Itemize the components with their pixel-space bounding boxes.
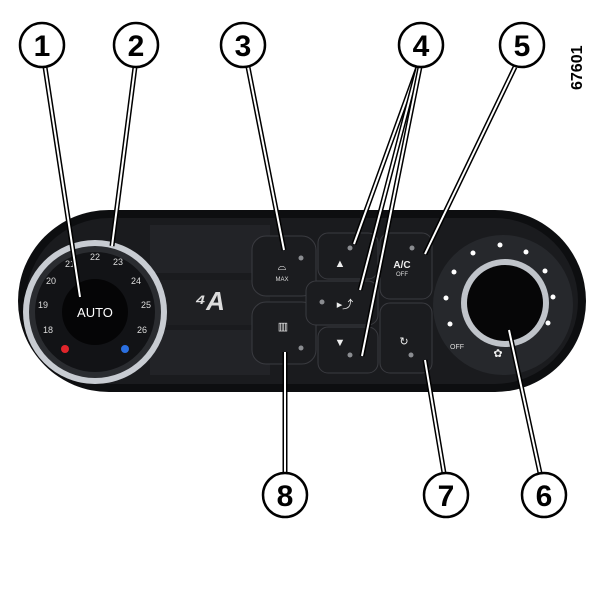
svg-text:1: 1 [34, 30, 51, 63]
figure-id: 67601 [569, 45, 586, 90]
ac-label: A/C [393, 260, 410, 271]
max-label: MAX [275, 277, 288, 283]
svg-text:6: 6 [536, 480, 553, 513]
scale-21: 21 [65, 259, 75, 269]
temperature-dial[interactable]: AUTO 18 19 20 21 22 23 24 25 26 [23, 240, 167, 384]
callout-5: 5 [498, 21, 546, 69]
scale-19: 19 [38, 300, 48, 310]
svg-text:5: 5 [514, 30, 531, 63]
callout-1: 1 [18, 21, 66, 69]
fan-speed-dots [443, 242, 556, 327]
recirculation-icon: ↻ [399, 336, 408, 348]
svg-text:2: 2 [128, 30, 145, 63]
leader-lines [42, 65, 543, 474]
fan-off-label: OFF [450, 344, 464, 351]
air-to-body-icon: ▸⤴ [337, 297, 354, 311]
arrow-up-icon: ▲ [335, 258, 346, 270]
fan-speed-dial[interactable]: OFF ✿ [433, 235, 573, 375]
auto-button[interactable]: AUTO [77, 305, 113, 320]
scale-24: 24 [131, 276, 141, 286]
callout-7: 7 [422, 471, 470, 519]
svg-text:3: 3 [235, 30, 252, 63]
windscreen-icon: ⌓ [278, 261, 287, 273]
callout-3: 3 [219, 21, 267, 69]
fan-icon: ✿ [493, 348, 502, 360]
svg-text:8: 8 [277, 480, 294, 513]
scale-25: 25 [141, 300, 151, 310]
air-body-button[interactable] [305, 280, 379, 326]
callout-4: 4 [397, 21, 445, 69]
callout-2: 2 [112, 21, 160, 69]
air-down-button[interactable] [317, 326, 379, 374]
rear-window-icon: ▥ [278, 321, 288, 333]
hot-indicator [61, 345, 69, 353]
air-up-button[interactable] [317, 232, 379, 280]
defrost-max-button[interactable] [251, 235, 317, 297]
svg-text:7: 7 [438, 480, 455, 513]
ac-off-label: OFF [396, 272, 408, 278]
cold-indicator [121, 345, 129, 353]
scale-20: 20 [46, 276, 56, 286]
scale-26: 26 [137, 325, 147, 335]
callout-8: 8 [261, 471, 309, 519]
recirculation-button[interactable] [379, 302, 433, 374]
arrow-down-icon: ▼ [335, 337, 346, 349]
scale-18: 18 [43, 325, 53, 335]
callout-6: 6 [520, 471, 568, 519]
alpine-logo: ⁴A [195, 286, 225, 316]
svg-text:4: 4 [413, 30, 430, 63]
scale-22: 22 [90, 252, 100, 262]
scale-23: 23 [113, 257, 123, 267]
